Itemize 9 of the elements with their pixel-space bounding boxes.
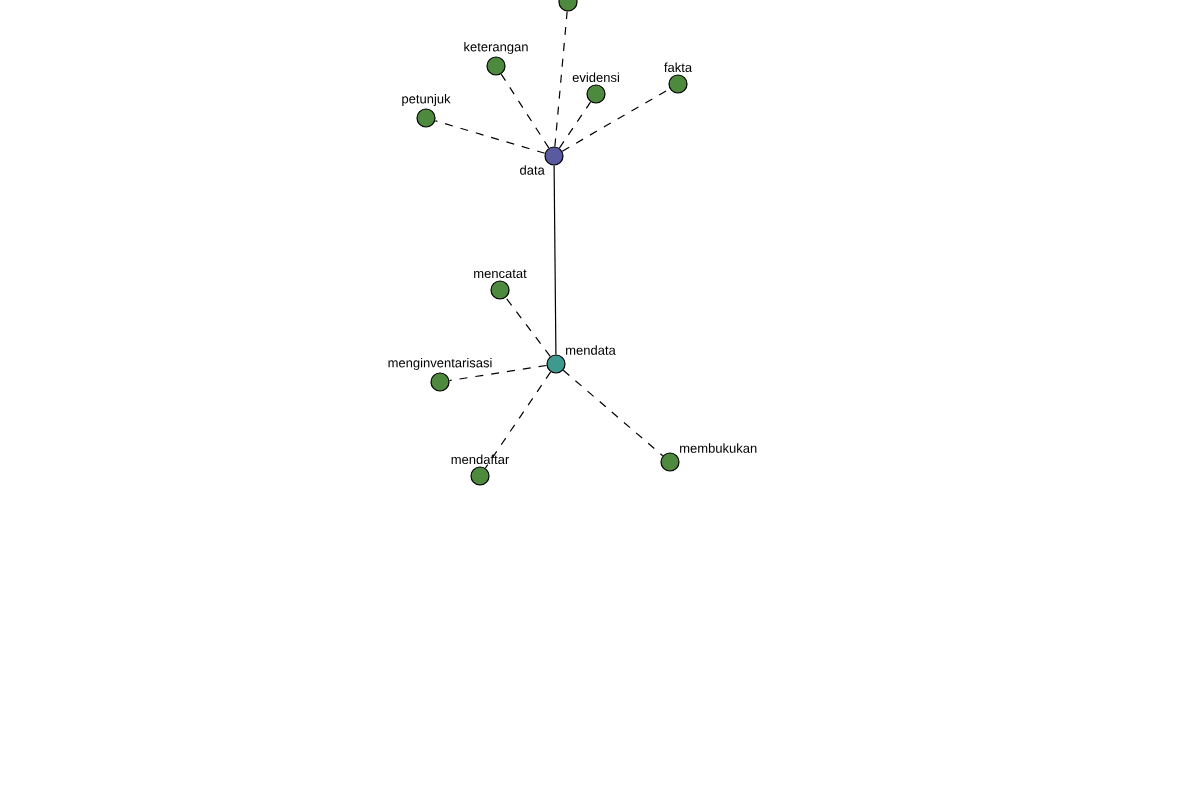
connector-line — [553, 165, 557, 355]
connector-line — [484, 371, 552, 469]
connector-line — [505, 297, 551, 357]
connector-line — [558, 101, 592, 149]
connector-line — [500, 73, 550, 149]
connector-line — [562, 369, 664, 457]
connector-line — [434, 120, 546, 154]
connector-line — [448, 364, 548, 382]
connector-line — [561, 88, 671, 152]
